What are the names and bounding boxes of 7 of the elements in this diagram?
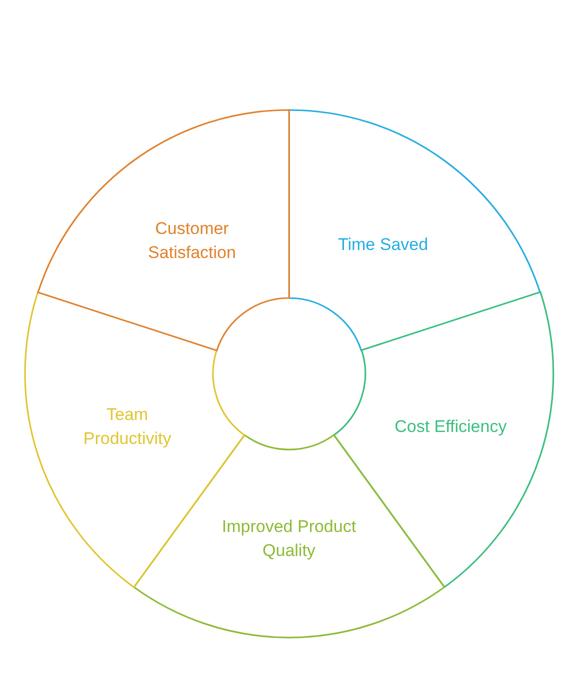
ring-segment xyxy=(289,110,540,350)
segment-label: Cost Efficiency xyxy=(394,416,508,438)
segment-label: Time Saved xyxy=(336,234,430,256)
segment-label: Team Productivity xyxy=(82,404,172,450)
segment-label: Improved Product Quality xyxy=(220,516,358,562)
segment-label: Customer Satisfaction xyxy=(147,218,237,264)
ring-segment xyxy=(38,110,289,350)
